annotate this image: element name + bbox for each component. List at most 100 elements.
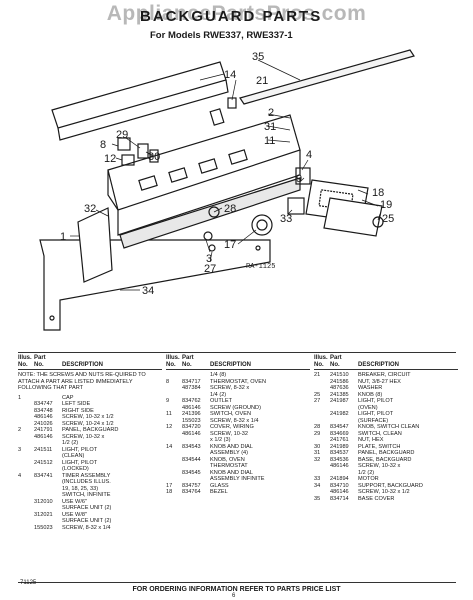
part-description: LIGHT, PILOT xyxy=(62,459,98,466)
illus-number: 17 xyxy=(166,482,173,489)
part-number: 834762 xyxy=(182,398,201,404)
part-description: SWITCH, OVEN xyxy=(210,411,252,417)
part-description: OUTLET xyxy=(210,398,233,404)
motor xyxy=(287,197,305,215)
part-description: NUT, HEX xyxy=(358,437,384,443)
illus-number: 4 xyxy=(18,472,22,479)
part-description: ASSEMBLY INFINITE xyxy=(210,476,265,482)
header-part: Part xyxy=(330,355,342,361)
table-bottom-rule xyxy=(18,582,456,583)
part-description: KNOB AND DIAL xyxy=(210,469,253,476)
illus-number: 30 xyxy=(314,443,321,450)
illus-number xyxy=(18,525,34,532)
table-row: (INCLUDES ILLUS. xyxy=(18,479,162,486)
callout-8: 8 xyxy=(100,139,106,151)
part-number: 487384 xyxy=(182,385,201,391)
header-part-no: No. xyxy=(330,362,340,368)
part-description: NUT, 3/8-27 HEX xyxy=(358,378,401,385)
table-row: (CLEAN) xyxy=(18,453,162,460)
part-number: 486146 xyxy=(330,489,349,495)
part-number: 241510 xyxy=(330,372,349,378)
part-description: 1/2 (2) xyxy=(358,469,375,476)
part-description: USE W/6" xyxy=(62,498,87,505)
part-number: 241791 xyxy=(34,427,53,433)
table-row: THERMOSTAT xyxy=(166,463,310,470)
table-row: 1/2 (2) xyxy=(18,440,162,447)
table-row: ASSEMBLY (4) xyxy=(166,450,310,457)
part-description: USE W/8" xyxy=(62,511,87,518)
header-illus: Illus. xyxy=(314,355,328,361)
part-description: SUPPORT, BACKGUARD xyxy=(358,482,423,489)
part-number: 834669 xyxy=(330,430,349,437)
part-description: SCREW, 10-32 x xyxy=(358,463,401,469)
header-description: DESCRIPTION xyxy=(210,362,252,368)
part-number: 834537 xyxy=(330,450,349,456)
part-description: BREAKER, CIRCUIT xyxy=(358,372,411,378)
callout-12: 12 xyxy=(104,153,116,165)
illus-number: 34 xyxy=(314,482,321,489)
page-number: 6 xyxy=(232,593,236,599)
table-row: ASSEMBLY INFINITE xyxy=(166,476,310,483)
illus-number: 11 xyxy=(166,411,172,417)
illus-number: 21 xyxy=(314,372,321,378)
callout-31: 31 xyxy=(264,121,276,133)
callout-9: 9 xyxy=(296,173,302,185)
part-description: COVER, WIRING xyxy=(210,424,254,430)
table-row: SURFACE UNIT (2) xyxy=(18,518,162,525)
part-number: 241894 xyxy=(330,476,349,482)
part-number: 486146 xyxy=(34,414,53,420)
part-description: BASE, BACKGUARD xyxy=(358,456,412,463)
part-number: 486146 xyxy=(182,430,201,437)
callout-2: 2 xyxy=(268,107,274,119)
part-description: SCREW, 10-24 x 1/2 xyxy=(62,420,114,427)
part-number: 486146 xyxy=(330,463,349,469)
callout-3: 3 xyxy=(206,253,212,265)
part-number: 834714 xyxy=(330,495,349,502)
part-description: WASHER xyxy=(358,385,383,391)
part-description: ASSEMBLY (4) xyxy=(210,450,249,456)
part-number: 486146 xyxy=(34,433,53,440)
table-row: 486146 SCREW, 10-32 x xyxy=(314,463,458,470)
part-description: 1/4 (2) xyxy=(210,391,227,398)
part-description: SCREW, 10-32 x xyxy=(62,433,105,440)
table-row: 486146 SCREW, 10-32 x xyxy=(18,434,162,441)
illus-number: 33 xyxy=(314,476,321,482)
part-description: SCREW, 8-32 x 1/4 xyxy=(210,417,259,424)
part-number: 834747 xyxy=(34,401,53,407)
part-description: KNOB (8) xyxy=(358,391,383,398)
clean-switch xyxy=(137,143,149,159)
part-description: PANEL, BACKGUARD xyxy=(62,427,119,433)
part-description: SURFACE UNIT (2) xyxy=(62,505,112,511)
part-description: MOTOR xyxy=(358,476,379,482)
callout-4: 4 xyxy=(306,149,312,161)
part-description: 1/4 (8) xyxy=(210,372,227,378)
header-description: DESCRIPTION xyxy=(62,362,104,368)
part-number: 834741 xyxy=(34,472,53,479)
part-description: SURFACE UNIT (2) xyxy=(62,518,112,524)
illus-number: 9 xyxy=(166,398,170,404)
table-row: x 1/2 (3) xyxy=(166,437,310,444)
part-description: KNOB AND DIAL xyxy=(210,443,253,450)
callout-33: 33 xyxy=(280,213,292,225)
callout-18: 18 xyxy=(372,187,384,199)
illus-number: 14 xyxy=(166,443,173,450)
ordering-info: FOR ORDERING INFORMATION REFER TO PARTS … xyxy=(132,586,341,593)
table-row: 33 241894 MOTOR xyxy=(314,476,458,483)
illus-number: 12 xyxy=(166,424,173,430)
